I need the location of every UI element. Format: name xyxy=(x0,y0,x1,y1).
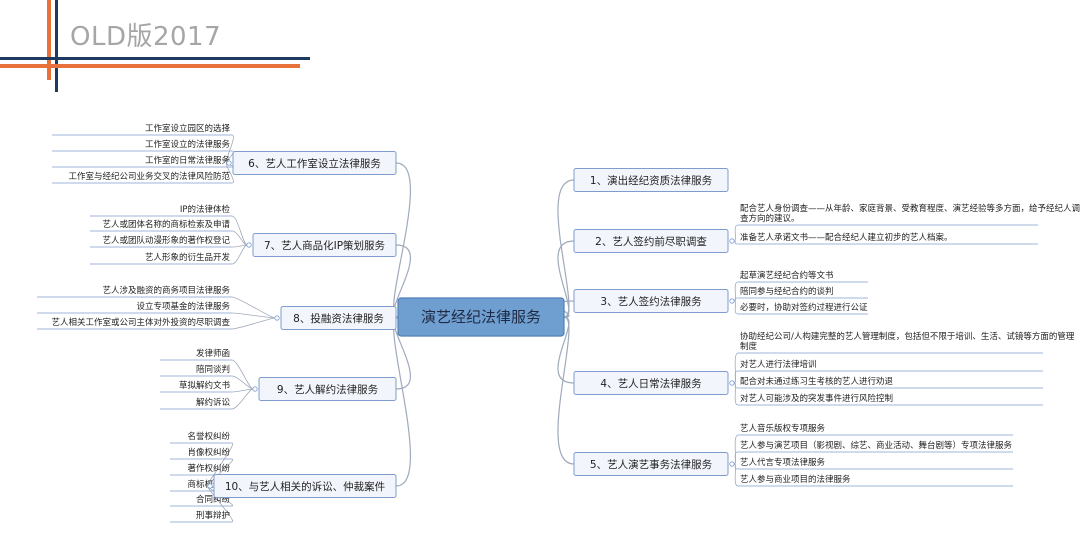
branch-left-7-label: 7、艺人商品化IP策划服务 xyxy=(264,239,386,252)
leaf-right-3-1: 起草演艺经纪合约等文书 xyxy=(740,270,834,281)
branch-left-10-label: 10、与艺人相关的诉讼、仲裁案件 xyxy=(225,480,385,493)
leaf-left-7-4: 艺人形象的衍生品开发 xyxy=(145,252,231,263)
leaf-left-7-3: 艺人或团队动漫形象的著作权登记 xyxy=(102,235,230,246)
branch-left-7-knob xyxy=(246,242,252,248)
leaf-connector-left-7-4 xyxy=(231,244,248,265)
branch-right-2-label: 2、艺人签约前尽职调查 xyxy=(595,235,707,248)
leaf-connector-left-8-2 xyxy=(231,312,276,319)
branch-left-9 xyxy=(258,377,397,401)
leaf-left-6-3: 工作室的日常法律服务 xyxy=(145,155,231,166)
leaf-left-8-1: 艺人涉及融资的商务项目法律服务 xyxy=(102,285,230,296)
leaf-left-10-3: 著作权纠纷 xyxy=(187,463,230,474)
leaf-right-5-4: 艺人参与商业项目的法律服务 xyxy=(740,474,851,485)
leaf-left-10-5: 合同纠纷 xyxy=(196,494,231,505)
branch-left-8 xyxy=(280,306,397,330)
header-orange-horizontal-rule xyxy=(0,64,300,68)
leaf-connector-right-3-3 xyxy=(733,300,739,315)
leaf-left-9-3: 草拟解约文书 xyxy=(179,380,231,391)
leaf-left-10-1: 名誉权纠纷 xyxy=(187,431,230,442)
leaf-connector-right-5-1 xyxy=(733,434,739,465)
leaf-right-3-3: 必要时，协助对签约过程进行公证 xyxy=(740,302,868,313)
leaf-connector-right-2-2 xyxy=(733,240,739,245)
branch-right-1 xyxy=(573,168,729,192)
leaf-right-5-2: 艺人参与演艺项目（影视剧、综艺、商业活动、舞台剧等）专项法律服务 xyxy=(740,440,1013,451)
leaf-connector-left-8-3 xyxy=(231,317,276,330)
center-node xyxy=(397,297,565,337)
leaf-right-4-3: 配合对未通过练习生考核的艺人进行劝退 xyxy=(740,376,894,387)
leaf-left-6-1: 工作室设立园区的选择 xyxy=(145,123,231,134)
connector-left-10 xyxy=(393,316,411,487)
leaf-layer: 配合艺人身份调查——从年龄、家庭背景、受教育程度、演艺经验等多方面，给予经纪人调… xyxy=(37,123,1080,523)
branch-left-6-label: 6、艺人工作室设立法律服务 xyxy=(248,157,381,170)
leaf-left-6-2: 工作室设立的法律服务 xyxy=(145,139,231,150)
branch-right-1-label: 1、演出经纪资质法律服务 xyxy=(590,174,713,187)
branch-left-10 xyxy=(213,474,397,498)
leaf-left-6-4: 工作室与经纪公司业务交叉的法律风险防范 xyxy=(68,171,230,182)
leaf-connector-left-9-1 xyxy=(231,359,254,390)
header-navy-vertical-rule xyxy=(55,0,58,92)
branch-left-9-label: 9、艺人解约法律服务 xyxy=(277,383,379,396)
leaf-left-9-4: 解约诉讼 xyxy=(196,397,231,408)
leaf-connector-left-7-1 xyxy=(231,215,248,246)
leaf-right-4-4: 对艺人可能涉及的突发事件进行风险控制 xyxy=(740,393,893,404)
branch-left-6 xyxy=(232,151,397,175)
branch-right-4-knob xyxy=(729,380,735,386)
branch-right-5-label: 5、艺人演艺事务法律服务 xyxy=(590,458,713,471)
leaf-connector-right-4-1 xyxy=(733,352,739,384)
leaf-connector-right-4-4 xyxy=(733,382,739,406)
branch-left-9-knob xyxy=(252,386,258,392)
leaf-right-5-1: 艺人音乐版权专项服务 xyxy=(740,423,826,434)
header-orange-vertical-rule xyxy=(47,0,51,80)
connector-right-5 xyxy=(557,316,575,465)
branch-left-7 xyxy=(252,233,397,257)
leaf-right-4-2: 对艺人进行法律培训 xyxy=(740,359,817,370)
branch-right-2-knob xyxy=(729,238,735,244)
branch-layer: 1、演出经纪资质法律服务 2、艺人签约前尽职调查 3、艺人签约法律服务 4、艺人日常法… xyxy=(207,151,735,498)
leaf-connector-right-3-1 xyxy=(733,281,739,302)
leaf-left-10-6: 刑事辩护 xyxy=(196,510,230,521)
leaf-left-8-2: 设立专项基金的法律服务 xyxy=(136,301,230,312)
branch-right-4-label: 4、艺人日常法律服务 xyxy=(600,377,702,390)
leaf-left-8-3: 艺人相关工作室或公司主体对外投资的尽职调查 xyxy=(51,317,230,328)
branch-right-4 xyxy=(573,371,729,395)
leaf-right-5-3: 艺人代言专项法律服务 xyxy=(740,457,826,468)
branch-right-2 xyxy=(573,229,729,253)
leaf-connector-left-9-2 xyxy=(231,375,254,390)
branch-left-10-knob xyxy=(207,483,213,489)
branch-left-8-knob xyxy=(274,315,280,321)
leaf-left-9-1: 发律师函 xyxy=(196,348,230,359)
leaf-connector-left-8-1 xyxy=(231,296,276,319)
leaf-right-3-2: 陪同参与经纪合约的谈判 xyxy=(740,286,834,297)
leaf-connector-right-4-2 xyxy=(733,370,739,384)
branch-right-5-knob xyxy=(729,461,735,467)
branch-left-6-knob xyxy=(226,160,232,166)
leaf-connector-right-5-2 xyxy=(733,451,739,465)
center-node-label: 演艺经纪法律服务 xyxy=(421,308,541,326)
branch-right-3 xyxy=(573,289,729,313)
leaf-left-7-2: 艺人或团体名称的商标检索及申请 xyxy=(102,219,230,230)
branch-right-3-label: 3、艺人签约法律服务 xyxy=(600,295,702,308)
leaf-left-9-2: 陪同谈判 xyxy=(196,364,230,375)
leaf-connector-right-5-4 xyxy=(733,463,739,487)
header-navy-horizontal-rule xyxy=(0,57,310,60)
branch-right-3-knob xyxy=(729,298,735,304)
leaf-right-2-1: 配合艺人身份调查——从年龄、家庭背景、受教育程度、演艺经验等多方面，给予经纪人调… xyxy=(740,203,1080,224)
page-title: OLD版2017 xyxy=(70,22,222,52)
branch-right-5 xyxy=(573,452,729,476)
branch-left-8-label: 8、投融资法律服务 xyxy=(293,312,384,325)
leaf-right-4-1: 协助经纪公司/人构建完整的艺人管理制度，包括但不限于培训、生活、试镜等方面的管理… xyxy=(740,331,1075,352)
leaf-left-7-1: IP的法律体检 xyxy=(180,204,231,215)
leaf-right-2-2: 准备艺人承诺文书——配合经纪人建立初步的艺人档案。 xyxy=(740,232,953,243)
center-layer: 演艺经纪法律服务 xyxy=(397,297,565,337)
leaf-connector-left-9-4 xyxy=(231,388,254,410)
leaf-connector-left-7-2 xyxy=(231,230,248,246)
leaf-connector-right-2-1 xyxy=(733,224,739,242)
leaf-left-10-2: 肖像权纠纷 xyxy=(187,447,230,458)
